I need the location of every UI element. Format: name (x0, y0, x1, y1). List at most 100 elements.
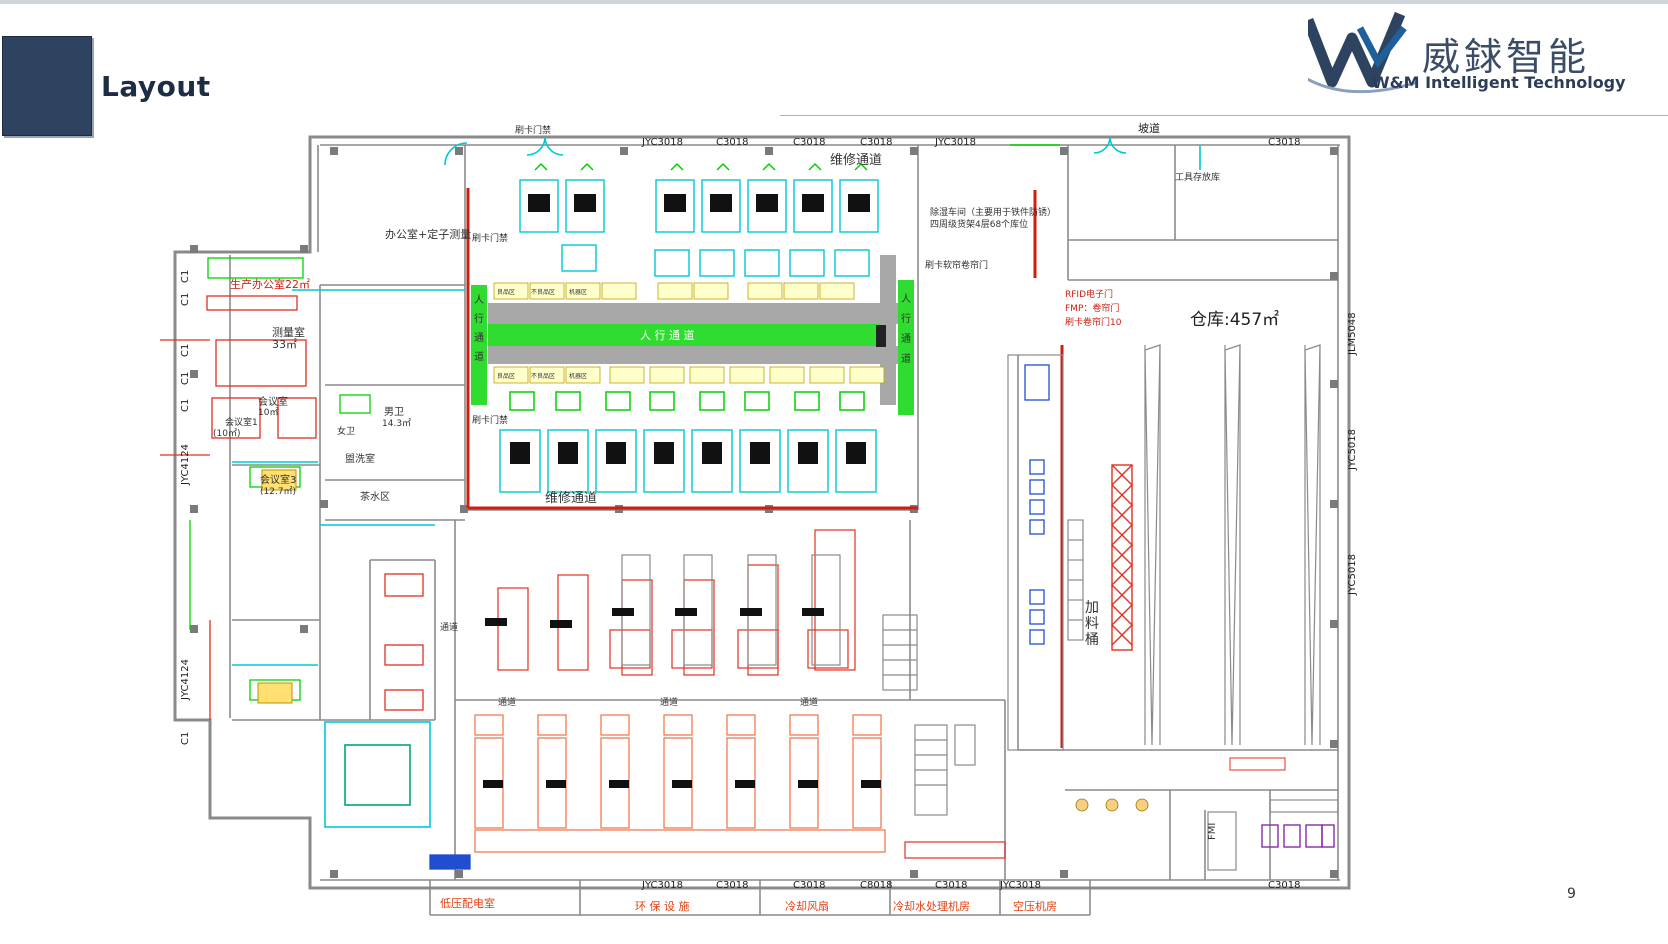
robots-middle (485, 608, 824, 628)
round-tables (1075, 798, 1149, 812)
aisle-pedestrian: 人 行 通 道 (640, 328, 695, 342)
utility-room-1: 低压配电室 (440, 896, 495, 910)
green-fixtures-bottom (509, 391, 865, 411)
aisle-ped-r3: 通 (901, 333, 911, 345)
inner-walls (229, 144, 1340, 916)
door-card-top: 刷卡门禁 (515, 124, 551, 136)
cell-label-tool-2: 机器区 (569, 372, 587, 380)
utility-room-5: 空压机房 (1013, 899, 1057, 913)
room-feed-1: 加 (1085, 600, 1099, 616)
gray-band-bottom (488, 346, 898, 364)
pedestrian-aisle-right (898, 280, 914, 415)
cyan-lines (232, 136, 1201, 828)
room-measure-area: 33㎡ (272, 338, 297, 351)
room-meeting1-area: (10㎡) (213, 428, 240, 439)
utility-room-3: 冷却风扇 (785, 899, 829, 913)
door-c1-6: C1 (180, 732, 191, 745)
door-c1-5: C1 (180, 399, 191, 412)
robots-bottom (483, 780, 881, 788)
room-tool: 工具存放库 (1175, 171, 1220, 183)
green-fixtures-top (534, 162, 868, 171)
cell-label-ng-1: 不良品区 (531, 288, 555, 296)
top-border (0, 0, 1668, 4)
room-warehouse: 仓库:457㎡ (1190, 310, 1279, 330)
cell-label-tool-1: 机器区 (569, 288, 587, 296)
blue-bins (429, 364, 1050, 870)
robot-glyphs-bottom (510, 442, 866, 464)
room-fm: FMI (1207, 823, 1218, 840)
room-meeting2: 会议室 (258, 395, 288, 408)
room-male-wc-area: 14.3㎡ (382, 418, 411, 429)
robot-glyphs-top (528, 194, 870, 212)
cell-label-raw-1: 良品区 (497, 288, 515, 296)
door-rfid: RFID电子门 (1065, 288, 1113, 300)
aisle-ramp: 坡道 (1138, 121, 1160, 135)
clean-room-boundary (466, 188, 1064, 748)
door-c3018-top1: C3018 (716, 137, 748, 148)
door-c3018-bot4: C3018 (1268, 880, 1300, 891)
door-fmp: FMP：卷帘门 (1065, 302, 1119, 314)
door-card-left: 刷卡门禁 (472, 232, 508, 244)
room-dehumid-2: 四周级货架4层68个库位 (930, 218, 1028, 230)
aisle-channel-2: 通道 (498, 696, 516, 708)
room-wash: 盥洗室 (345, 452, 375, 465)
door-jyc4124-2: JYC4124 (180, 659, 191, 701)
outer-walls (173, 135, 1351, 890)
pedestrian-aisle-left (471, 285, 487, 405)
production-cells-middle (497, 529, 856, 676)
office-furniture-yellow (257, 469, 297, 704)
yellow-label-tags (493, 282, 885, 384)
room-measure: 测量室 (272, 325, 305, 339)
door-jyc3018-bot1: JYC3018 (641, 880, 683, 891)
door-c3018-bot3: C3018 (935, 880, 967, 891)
aisle-ped-v3: 通 (474, 332, 484, 344)
cell-label-ng-2: 不良品区 (531, 372, 555, 380)
door-card-rolling: 刷卡软帘卷帘门 (925, 259, 988, 271)
aisle-door-marks (876, 325, 886, 347)
room-meeting3-area: (12.7㎡) (260, 486, 296, 497)
utility-room-2: 环 保 设 施 (635, 899, 690, 913)
machine-cells-top-row (519, 179, 879, 277)
aisle-channel-1: 通道 (440, 621, 458, 633)
brand-name-cn: 威銶智能 (1422, 35, 1591, 79)
red-rack (1111, 464, 1133, 651)
aisle-channel-4: 通道 (800, 696, 818, 708)
bottom-red-strip (1229, 757, 1286, 771)
door-c3018-top2: C3018 (793, 137, 825, 148)
brand-name-en: W&M Intelligent Technology (1372, 73, 1626, 92)
aisle-maint-top: 维修通道 (830, 153, 882, 168)
door-c1-3: C1 (180, 344, 191, 357)
room-tea: 茶水区 (360, 490, 390, 503)
door-jyc5018-2: JYC5018 (1347, 554, 1358, 596)
room-feed-3: 桶 (1085, 632, 1099, 648)
wc-stalls (1207, 799, 1339, 871)
door-c1-4: C1 (180, 372, 191, 385)
door-c3018-bot1: C3018 (716, 880, 748, 891)
room-dehumid-1: 除湿车间（主要用于铁件防锈） (930, 206, 1056, 218)
production-cells-middle-gray (621, 554, 918, 691)
door-c3018-top3: C3018 (860, 137, 892, 148)
page-number: 9 (1567, 886, 1576, 902)
machine-cells-bottom-row (499, 429, 877, 493)
columns (190, 147, 1338, 878)
room-feed-2: 料 (1085, 616, 1099, 632)
door-jyc5018-1: JYC5018 (1347, 429, 1358, 471)
door-c3018-bot2: C3018 (793, 880, 825, 891)
storage-racks (904, 724, 1006, 859)
aisle-ped-r1: 人 (901, 293, 911, 305)
door-c1-1: C1 (180, 270, 191, 283)
warehouse-racks (1007, 344, 1321, 751)
room-male-wc: 男卫 (384, 406, 404, 418)
door-jlm5048: JLM5048 (1347, 312, 1358, 356)
aisle-ped-v1: 人 (474, 294, 484, 306)
door-card-mid: 刷卡门禁 (472, 414, 508, 426)
door-c1-2: C1 (180, 293, 191, 306)
room-meeting2-area: 10㎡ (258, 407, 278, 418)
aisle-ped-v4: 道 (474, 350, 484, 363)
door-c3018-top4: C3018 (1268, 137, 1300, 148)
door-jyc3018-top1: JYC3018 (641, 137, 683, 148)
utility-room-4: 冷却水处理机房 (893, 899, 970, 913)
header-rule (780, 115, 1668, 116)
door-jyc3018-top2: JYC3018 (934, 137, 976, 148)
